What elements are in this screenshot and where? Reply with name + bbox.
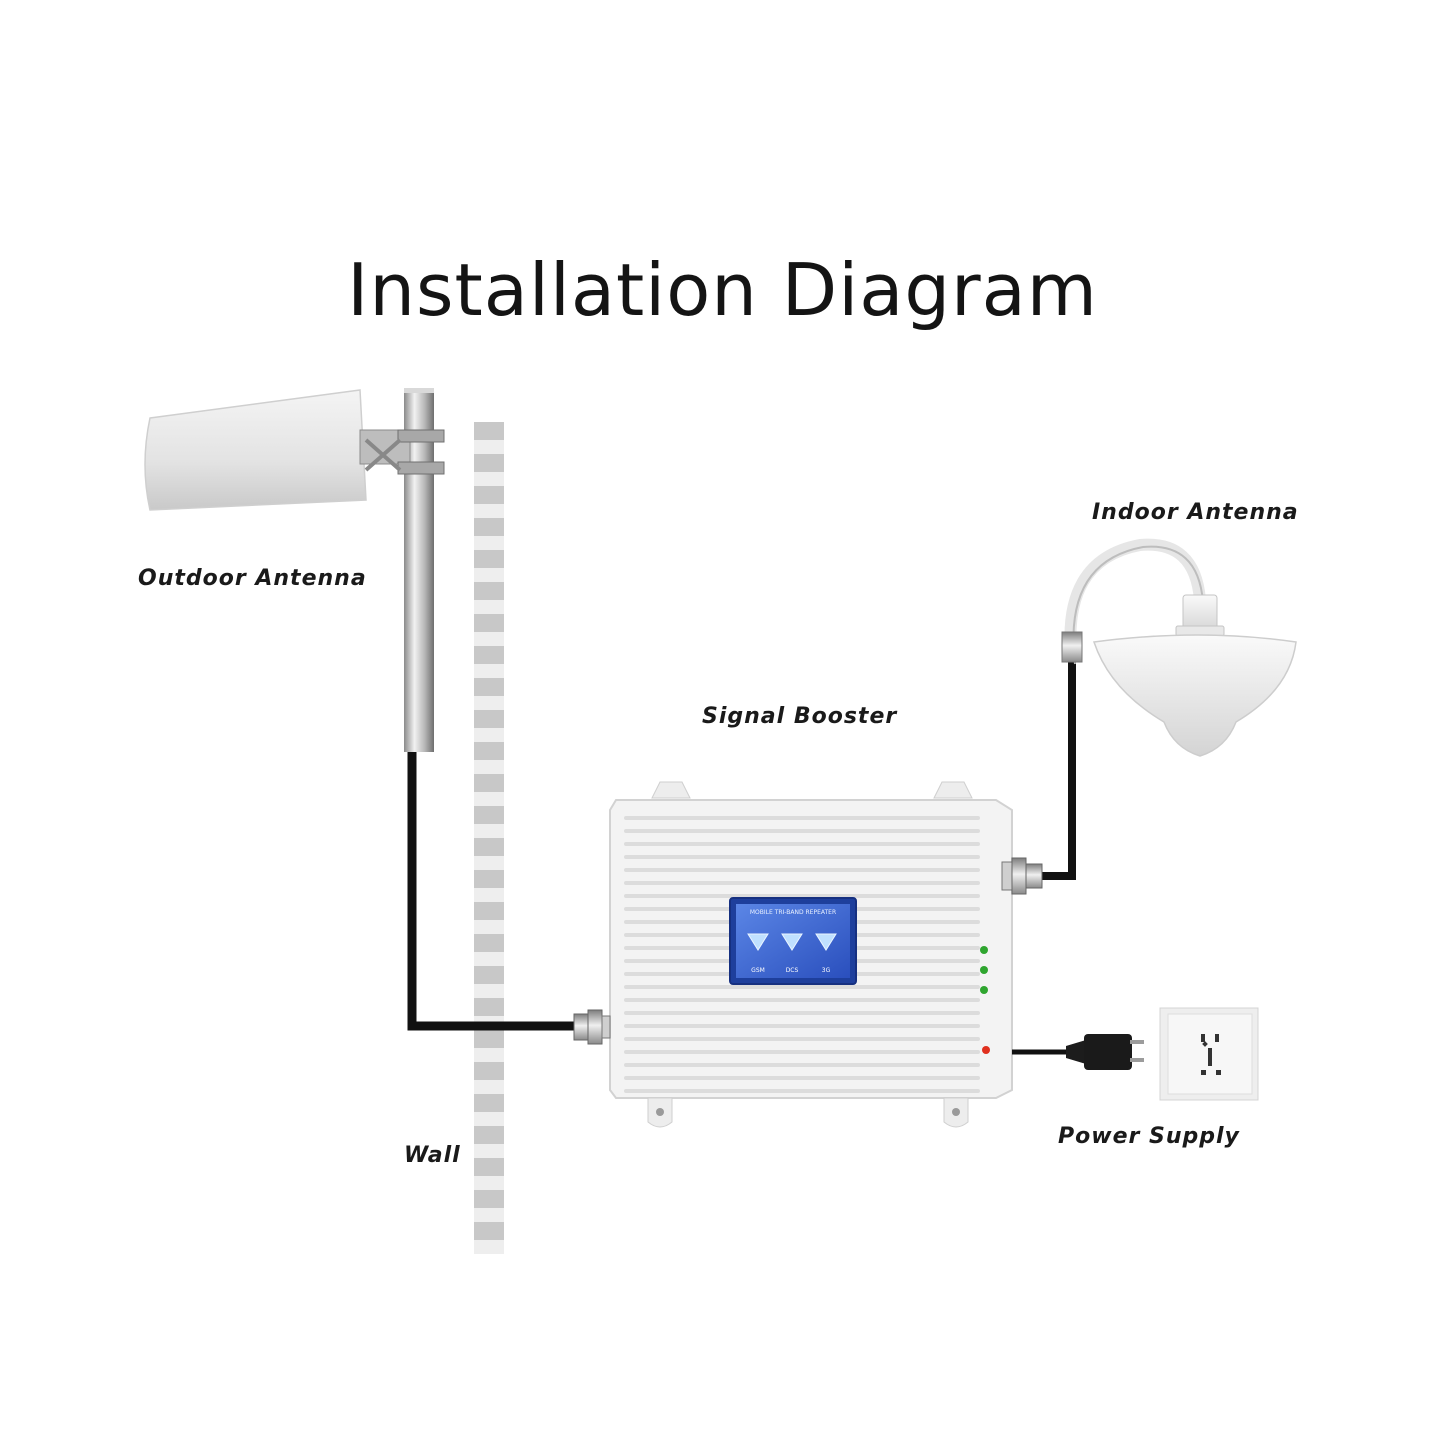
wall-brick — [474, 998, 504, 1016]
wall-brick — [474, 742, 504, 760]
wall-brick — [474, 966, 504, 984]
booster-fin — [624, 894, 980, 898]
wall-mortar — [474, 760, 504, 774]
cable-booster-to-indoor — [1040, 660, 1076, 880]
wall-brick — [474, 678, 504, 696]
booster-fin — [624, 1089, 980, 1093]
wall-brick — [474, 550, 504, 568]
booster-bts-connector — [573, 1009, 611, 1045]
wall-brick — [474, 1062, 504, 1080]
label-signal-booster: Signal Booster — [702, 704, 898, 729]
booster-status-leds — [980, 946, 990, 1054]
booster-fin — [624, 1024, 980, 1028]
wall-mortar — [474, 792, 504, 806]
wall-mortar — [474, 600, 504, 614]
wall-graphic — [474, 422, 504, 1254]
led-green-3 — [980, 986, 988, 994]
booster-fin — [624, 842, 980, 846]
diagram-title: Installation Diagram — [347, 248, 1098, 332]
wall-mortar — [474, 824, 504, 838]
booster-fin — [624, 881, 980, 885]
led-green-1 — [980, 946, 988, 954]
wall-brick — [474, 1030, 504, 1048]
wall-mortar — [474, 440, 504, 454]
wall-mortar — [474, 696, 504, 710]
label-wall: Wall — [404, 1143, 461, 1168]
booster-fin — [624, 1011, 980, 1015]
booster-fin — [624, 816, 980, 820]
wall-mortar — [474, 1208, 504, 1222]
wall-brick — [474, 646, 504, 664]
booster-fin — [624, 1050, 980, 1054]
booster-fin — [624, 1076, 980, 1080]
outdoor-antenna-icon — [144, 389, 445, 511]
wall-brick — [474, 838, 504, 856]
led-red-power — [982, 1046, 990, 1054]
wall-brick — [474, 582, 504, 600]
wall-mortar — [474, 472, 504, 486]
wall-mortar — [474, 536, 504, 550]
wall-brick — [474, 1190, 504, 1208]
lcd-header: MOBILE TRI-BAND REPEATER — [750, 909, 836, 916]
booster-fin — [624, 868, 980, 872]
wall-outlet-icon — [1159, 1007, 1259, 1101]
wall-brick — [474, 774, 504, 792]
lcd-band-dcs: DCS — [786, 967, 799, 974]
wall-brick — [474, 806, 504, 824]
wall-mortar — [474, 664, 504, 678]
wall-mortar — [474, 952, 504, 966]
wall-mortar — [474, 1240, 504, 1254]
wall-brick — [474, 870, 504, 888]
booster-ms-connector — [1001, 857, 1043, 895]
label-indoor-antenna: Indoor Antenna — [1092, 500, 1299, 525]
lcd-band-gsm: GSM — [751, 967, 765, 974]
wall-mortar — [474, 984, 504, 998]
wall-mortar — [474, 1144, 504, 1158]
booster-lcd-display: MOBILE TRI-BAND REPEATER GSM DCS 3G — [729, 897, 857, 985]
booster-fin — [624, 1037, 980, 1041]
cable-outdoor-to-booster — [407, 750, 578, 1031]
wall-mortar — [474, 632, 504, 646]
wall-brick — [474, 454, 504, 472]
wall-mortar — [474, 1112, 504, 1126]
wall-brick — [474, 1094, 504, 1112]
wall-mortar — [474, 1080, 504, 1094]
booster-fin — [624, 985, 980, 989]
wall-mortar — [474, 1048, 504, 1062]
wall-brick — [474, 486, 504, 504]
wall-mortar — [474, 728, 504, 742]
wall-brick — [474, 934, 504, 952]
wall-brick — [474, 1126, 504, 1144]
booster-fin — [624, 998, 980, 1002]
wall-mortar — [474, 1176, 504, 1190]
wall-mortar — [474, 504, 504, 518]
wall-brick — [474, 902, 504, 920]
wall-mortar — [474, 856, 504, 870]
wall-brick — [474, 518, 504, 536]
wall-mortar — [474, 888, 504, 902]
lcd-band-3g: 3G — [822, 967, 831, 974]
wall-brick — [474, 710, 504, 728]
wall-brick — [474, 1158, 504, 1176]
booster-fin — [624, 829, 980, 833]
lcd-signal-icons — [747, 933, 837, 951]
wall-brick — [474, 614, 504, 632]
wall-mortar — [474, 568, 504, 582]
indoor-antenna-icon — [1093, 594, 1297, 757]
booster-fin — [624, 1063, 980, 1067]
power-adapter-icon — [1012, 1034, 1144, 1070]
indoor-antenna-cable — [1064, 538, 1206, 663]
wall-brick — [474, 1222, 504, 1240]
label-power-supply: Power Supply — [1058, 1124, 1240, 1149]
led-green-2 — [980, 966, 988, 974]
wall-mortar — [474, 920, 504, 934]
booster-fin — [624, 855, 980, 859]
wall-brick — [474, 422, 504, 440]
label-outdoor-antenna: Outdoor Antenna — [138, 566, 367, 591]
